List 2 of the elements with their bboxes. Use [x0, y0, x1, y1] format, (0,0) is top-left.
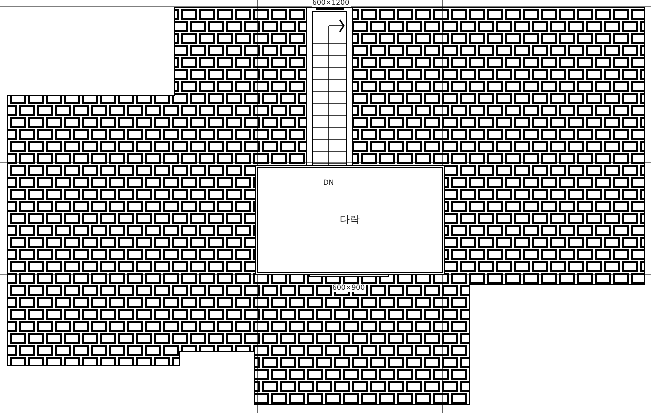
room-label: 다락 [340, 214, 360, 227]
room-box [255, 165, 445, 275]
